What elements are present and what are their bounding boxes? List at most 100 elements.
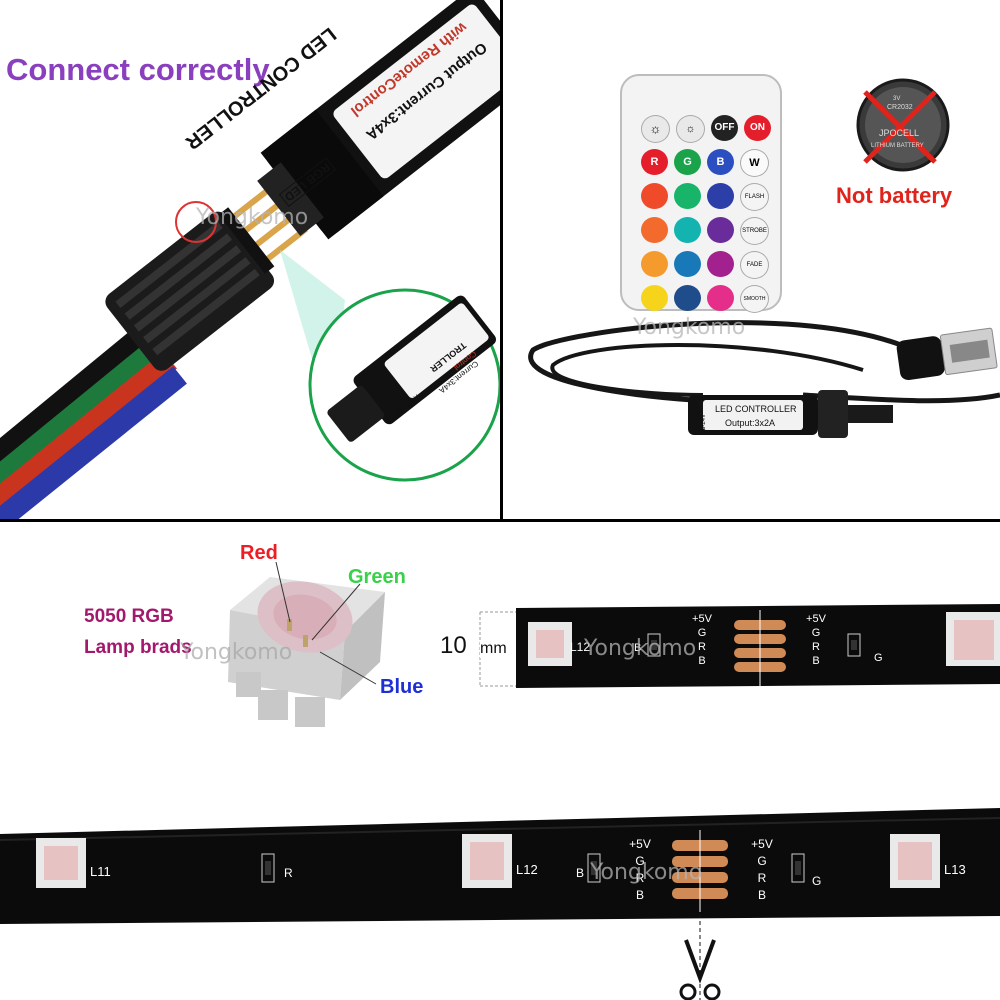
smooth-button[interactable]: SMOOTH <box>740 285 769 313</box>
arrow-marker <box>175 201 217 243</box>
color-button[interactable] <box>674 217 701 243</box>
color-button[interactable] <box>674 251 701 277</box>
fade-button[interactable]: FADE <box>740 251 769 279</box>
battery-text-4: LITHIUM BATTERY <box>871 143 924 149</box>
color-button[interactable] <box>674 285 701 311</box>
brightness-up-button[interactable]: ☼ <box>641 115 670 143</box>
battery-icon <box>856 78 950 172</box>
led-controller <box>257 0 500 240</box>
resistor-label: B <box>576 866 585 880</box>
off-button[interactable]: OFF <box>711 115 738 141</box>
connector-illustration <box>0 0 500 520</box>
pad-label: G <box>757 854 767 868</box>
pad-label: +5V <box>692 613 712 625</box>
pad-label: B <box>698 655 706 667</box>
remote-controller-title: LED CONTROLLER <box>715 404 797 414</box>
watermark: Yongkomo <box>196 205 309 230</box>
not-battery-label: Not battery <box>836 183 953 208</box>
smd-chip-illustration <box>228 561 385 727</box>
watermark: Yongkomo <box>584 636 697 661</box>
color-button[interactable] <box>707 217 734 243</box>
resistor-label: G <box>812 874 822 888</box>
long-strip-panel: L11 L12 L13 R B G +5V G R B +5V G R B Yo… <box>0 800 1000 1000</box>
pads-left-labels: +5V G R B <box>620 836 660 904</box>
remote-buttons: ☼ ☼ OFF ON R G B W FLASH STROBE <box>641 115 771 313</box>
rgb-plug <box>105 183 308 371</box>
pad-label: R <box>757 871 767 885</box>
rgb-wires <box>0 320 187 520</box>
resistor <box>647 633 661 657</box>
battery-text-2: CR2032 <box>887 104 913 111</box>
vertical-divider <box>500 0 503 520</box>
pads-left-labels: +5V G R B <box>682 612 722 668</box>
pads-right-labels: +5V G R B <box>796 612 836 668</box>
pad-label: B <box>812 655 820 667</box>
resistor <box>847 633 861 657</box>
watermark: Yongkomo <box>590 860 703 885</box>
pad-label: G <box>697 627 707 639</box>
pads-right-labels: +5V G R B <box>742 836 782 904</box>
color-button[interactable] <box>707 183 734 209</box>
color-button[interactable] <box>707 251 734 277</box>
connect-panel: Connect correctly LED CONTROLLER with Re… <box>0 0 500 520</box>
led-label: L12 <box>516 862 538 877</box>
pad-label: R <box>635 871 645 885</box>
watermark: Yongkomo <box>633 315 746 340</box>
resistor <box>587 853 601 883</box>
pad-label: G <box>635 854 645 868</box>
led-label: L11 <box>90 864 111 879</box>
red-button[interactable]: R <box>641 149 668 175</box>
green-button[interactable]: G <box>674 149 701 175</box>
color-button[interactable] <box>641 183 668 209</box>
blue-pointer <box>319 651 377 685</box>
short-strip-panel: 10 mm L12 B G +5V G R B +5V G R B Yongko… <box>436 600 1000 700</box>
pad-label: G <box>811 627 821 639</box>
width-unit: mm <box>480 640 507 658</box>
resistor-left-label: B <box>634 642 642 654</box>
pad-label: R <box>812 641 820 653</box>
blue-button[interactable]: B <box>707 149 734 175</box>
chip-label-line1: 5050 RGB <box>84 606 174 627</box>
led-label: L12 <box>570 640 591 654</box>
red-pointer <box>275 561 291 623</box>
flash-button[interactable]: FLASH <box>740 183 769 211</box>
remote-led-controller <box>688 390 893 438</box>
on-button[interactable]: ON <box>744 115 771 141</box>
led-label: L13 <box>944 862 966 877</box>
led-strip <box>516 604 1000 688</box>
horizontal-divider <box>0 519 1000 522</box>
brightness-down-button[interactable]: ☼ <box>676 115 705 143</box>
watermark: Yongkomo <box>180 640 293 665</box>
remote-controller-output: Output:3x2A <box>725 418 776 428</box>
color-button[interactable] <box>674 183 701 209</box>
green-pointer <box>311 583 361 641</box>
short-strip-svg <box>479 604 1000 688</box>
remote-controller-voltage: 5-24V <box>701 413 707 430</box>
width-value: 10 <box>440 632 467 659</box>
green-label: Green <box>348 566 406 588</box>
strobe-button[interactable]: STROBE <box>740 217 769 245</box>
pad-label: B <box>635 888 644 902</box>
long-strip-svg <box>0 808 1000 1000</box>
resistor <box>261 853 275 883</box>
remote-panel: ☼ ☼ OFF ON R G B W FLASH STROBE <box>503 0 1000 519</box>
connect-heading: Connect correctly <box>6 52 270 87</box>
pad-label: +5V <box>629 837 651 851</box>
color-button[interactable] <box>641 217 668 243</box>
pad-label: R <box>698 641 706 653</box>
pad-label: +5V <box>751 837 773 851</box>
color-button[interactable] <box>707 285 734 311</box>
blue-label: Blue <box>380 676 424 698</box>
chip-label-line2: Lamp brads <box>84 637 192 658</box>
white-button[interactable]: W <box>740 149 769 177</box>
zoom-controller <box>327 295 497 442</box>
resistor <box>791 853 805 883</box>
color-button[interactable] <box>641 285 668 311</box>
red-label: Red <box>240 542 278 564</box>
chip-panel: 5050 RGB Lamp brads Red Green Blue Yongk… <box>0 522 470 752</box>
resistor-label: R <box>284 866 293 880</box>
color-button[interactable] <box>641 251 668 277</box>
battery-text-1: 3V <box>893 96 901 102</box>
battery-text-3: JPOCELL <box>879 128 920 138</box>
